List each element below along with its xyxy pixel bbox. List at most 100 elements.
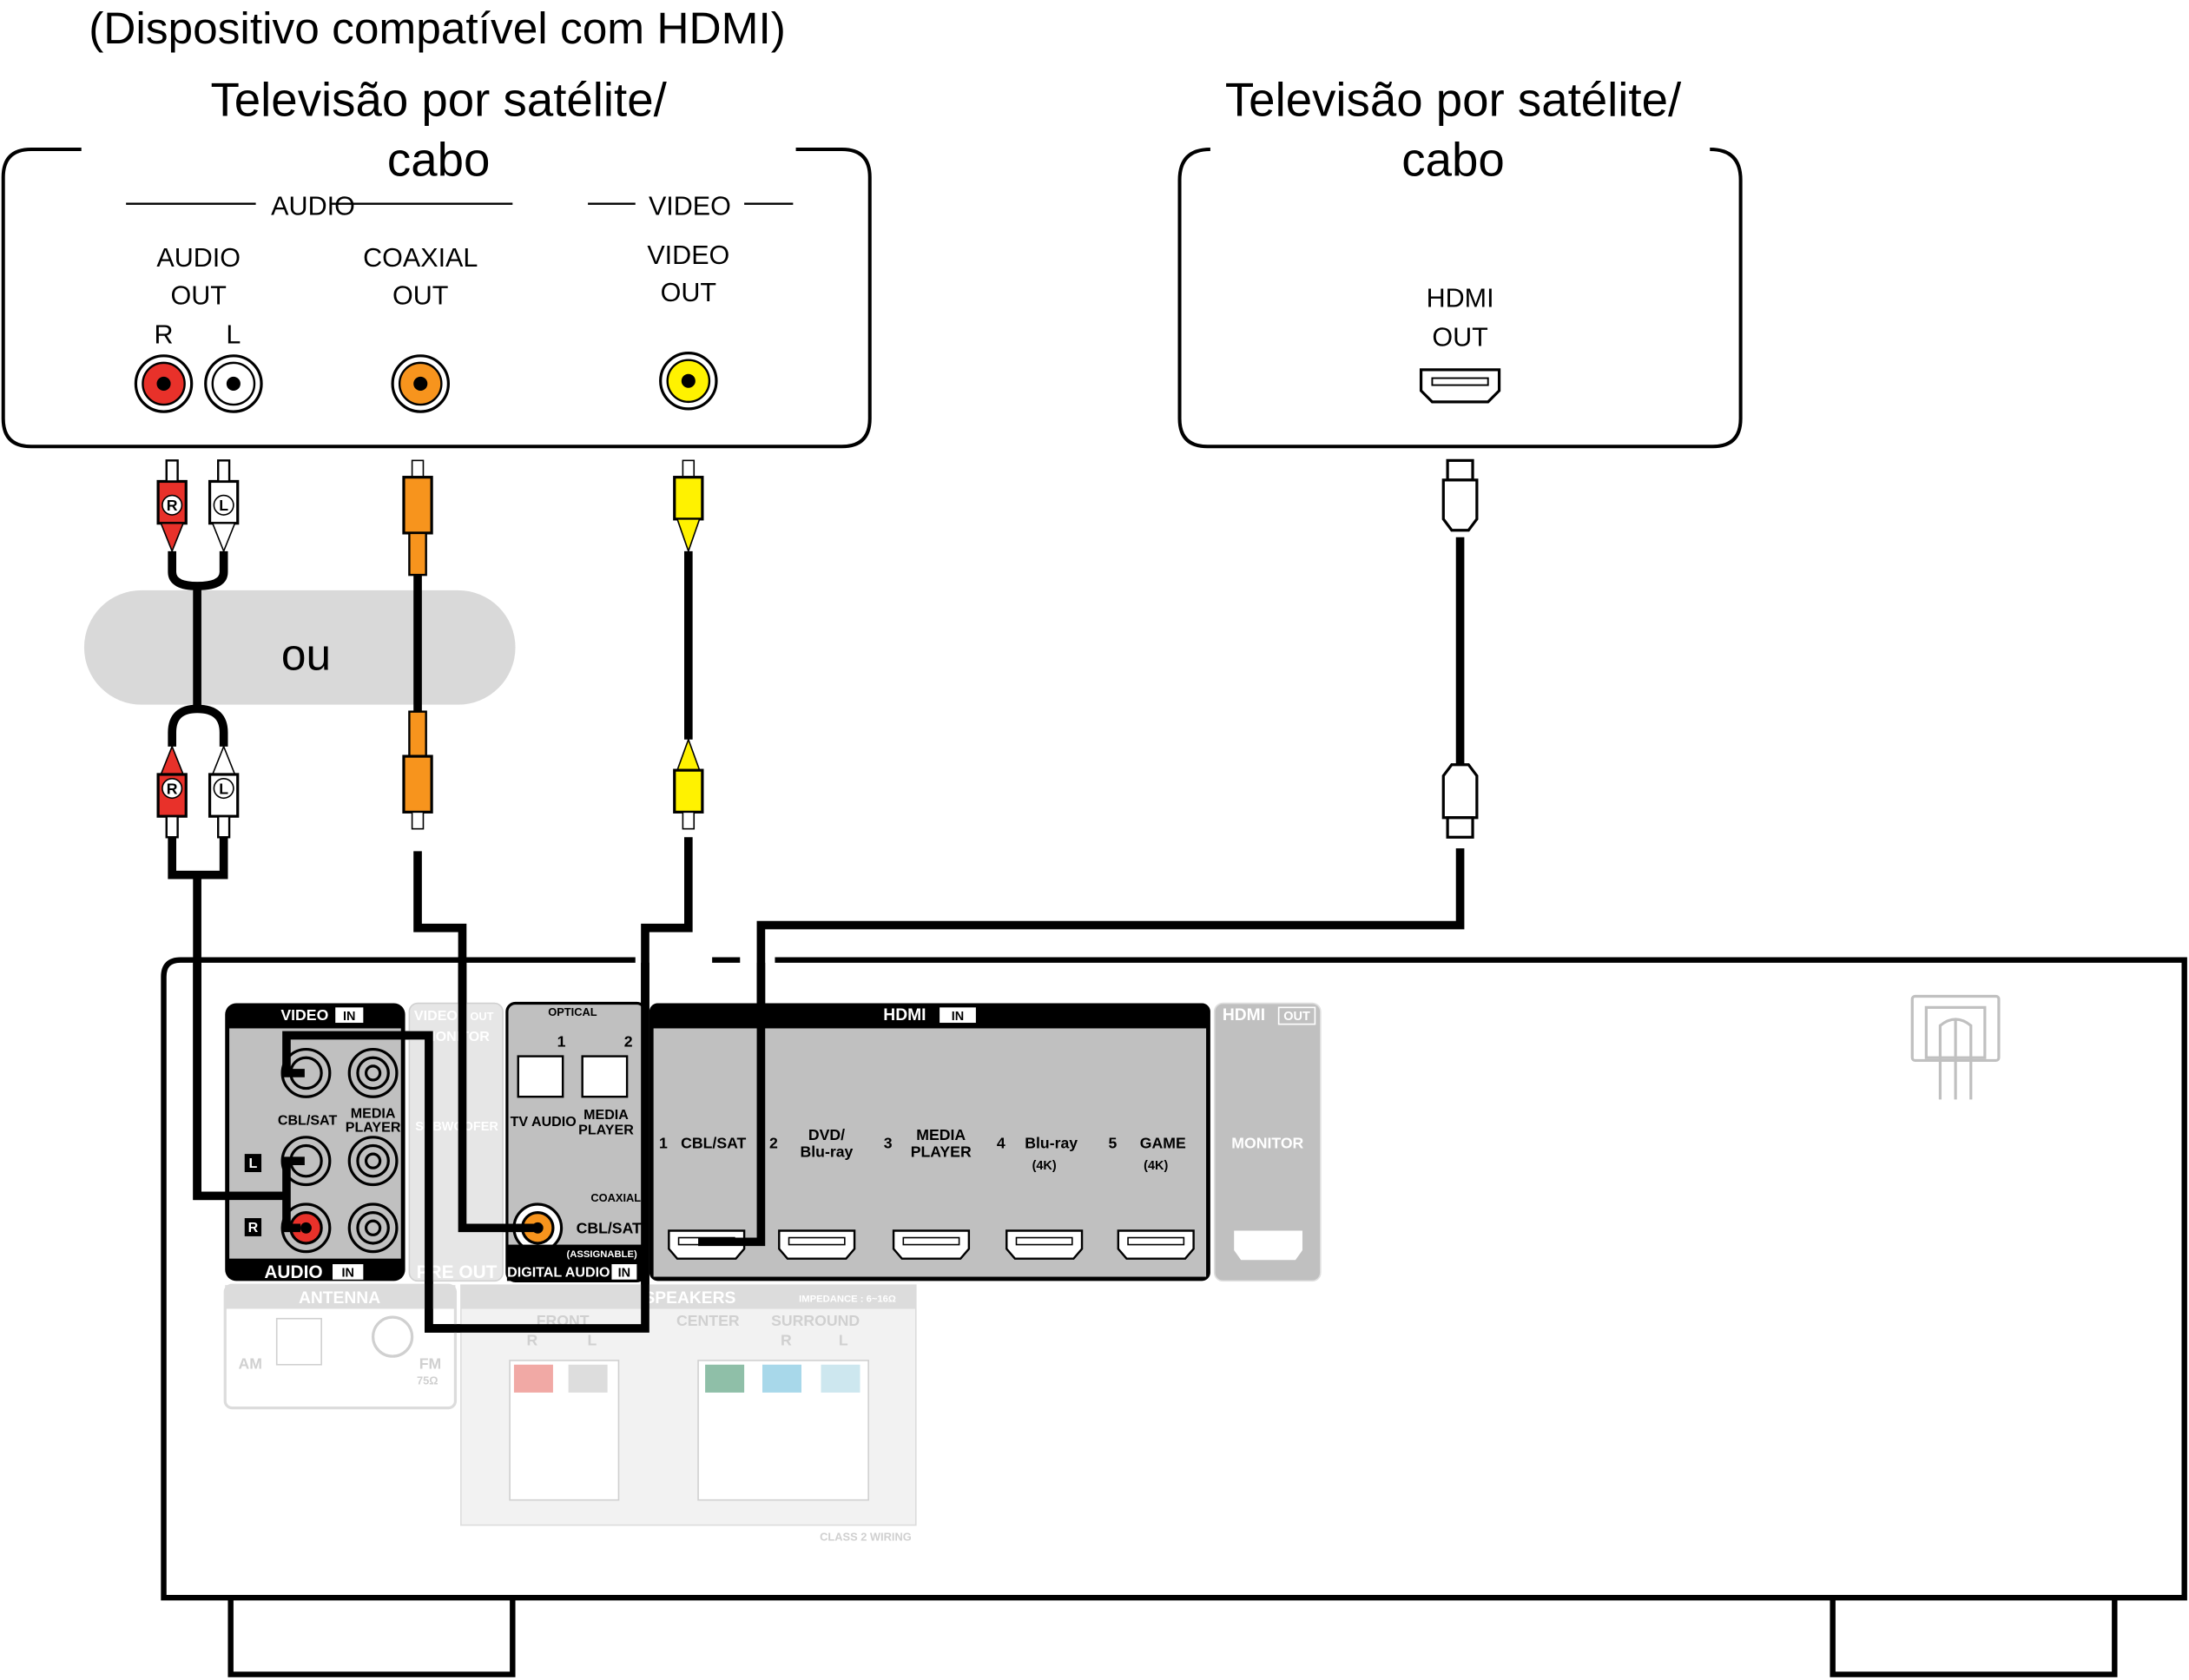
plug-label: L: [219, 497, 228, 514]
video-out-monitor: MONITOR: [424, 1029, 490, 1044]
coaxial-plug-bottom: [402, 710, 433, 830]
optical-media: MEDIA: [584, 1107, 629, 1123]
input-media: MEDIA: [351, 1105, 396, 1121]
hdmi-port-number: 3: [884, 1135, 893, 1152]
audio-in-badge: IN: [341, 1267, 353, 1281]
left-satellite-box: Televisão por satélite/ cabo AUDIO VIDEO…: [1, 73, 872, 449]
coaxial-out-label-2: OUT: [392, 280, 448, 310]
hdmi-out-port: [1234, 1230, 1302, 1261]
av-receiver: VIDEO IN CBL/SAT MEDIA PLAYER L R AUDIO …: [161, 957, 2187, 1677]
hdmi-port-name: GAME: [1140, 1135, 1186, 1152]
receiver-cable-overlay: [193, 962, 766, 1333]
hdmi-plug-top: [1441, 458, 1479, 532]
hdmi-port-number: 1: [659, 1135, 668, 1152]
hdmi-in-port-5: 5 GAME (4K): [1108, 1135, 1195, 1260]
hdmi-in-port-4: 4 Blu-ray (4K): [997, 1135, 1084, 1260]
hdmi-port-name: MEDIA: [916, 1126, 966, 1143]
channel-r-label: R: [155, 320, 174, 349]
hdmi-port-name: DVD/: [808, 1126, 845, 1143]
alternative-label: ou: [281, 629, 331, 679]
optical-port-2-num: 2: [624, 1032, 633, 1050]
digital-audio-title: DIGITAL AUDIO: [507, 1265, 610, 1281]
surround-r: R: [781, 1331, 792, 1348]
digital-audio-badge: IN: [618, 1267, 630, 1281]
audio-in-title: AUDIO: [264, 1262, 322, 1282]
channel-l-label: L: [226, 320, 241, 349]
audio-l-label: L: [248, 1156, 257, 1171]
hdmi-out-badge: OUT: [1283, 1010, 1310, 1024]
right-title-2: cabo: [1401, 134, 1504, 187]
speakers-center: CENTER: [676, 1312, 740, 1329]
alternative-pill: [83, 590, 516, 705]
coaxial-out-label: COAXIAL: [363, 243, 478, 273]
video-jack-yellow: [659, 352, 718, 411]
hdmi-in-badge: IN: [952, 1010, 964, 1024]
front-l: L: [588, 1331, 597, 1348]
hdmi-out-monitor: MONITOR: [1231, 1135, 1303, 1152]
optical-tv-audio: TV AUDIO: [511, 1114, 577, 1130]
antenna-fm: FM: [419, 1355, 442, 1373]
video-out-label: VIDEO: [647, 240, 729, 270]
right-satellite-box: Televisão por satélite/ cabo HDMI OUT: [1177, 73, 1743, 449]
hdmi-in-port-2: 2 DVD/Blu-ray: [769, 1126, 856, 1260]
video-group-label: VIDEO: [649, 192, 731, 221]
rca-jack-red: [134, 354, 194, 413]
video-in-badge: IN: [343, 1010, 355, 1024]
audio-out-label-2: OUT: [171, 280, 227, 310]
rca-plug-l-top: L: [208, 459, 240, 553]
speakers-impedance: IMPEDANCE : 6~16Ω: [799, 1294, 896, 1304]
hdmi-port-name-2: PLAYER: [911, 1143, 972, 1160]
input-player: PLAYER: [346, 1119, 401, 1135]
coaxial-cbl-sat: CBL/SAT: [577, 1220, 642, 1237]
hdmi-port-sub: (4K): [1032, 1159, 1057, 1173]
assignable-label: (ASSIGNABLE): [567, 1249, 638, 1260]
plug-label: R: [167, 497, 178, 514]
coaxial-title: COAXIAL: [590, 1191, 641, 1204]
hdmi-port-sub: (4K): [1144, 1159, 1168, 1173]
left-title-2: cabo: [387, 134, 490, 187]
power-cord-icon: [1910, 994, 2001, 1100]
optical-port-1-num: 1: [557, 1032, 566, 1050]
video-out-title: VIDEO: [414, 1008, 458, 1024]
optical-title: OPTICAL: [548, 1005, 597, 1018]
class2-wiring: CLASS 2 WIRING: [820, 1530, 912, 1543]
pre-out-label: PRE OUT: [417, 1262, 498, 1282]
rca-jack-white: [204, 354, 263, 413]
coaxial-jack-orange: [391, 354, 450, 413]
hdmi-port-number: 2: [769, 1135, 778, 1152]
rca-plug-r-bottom: R: [156, 744, 188, 839]
optical-player: PLAYER: [578, 1123, 634, 1138]
surround-l: L: [839, 1331, 848, 1348]
hdmi-port-name: Blu-ray: [1025, 1135, 1078, 1152]
antenna-ohm: 75Ω: [417, 1374, 438, 1387]
video-plug-top: [673, 459, 704, 554]
audio-group-label: AUDIO: [271, 192, 355, 221]
audio-out-label: AUDIO: [156, 243, 241, 273]
hdmi-port-number: 5: [1108, 1135, 1117, 1152]
video-plug-bottom: [673, 737, 704, 830]
rca-plug-r-top: R: [156, 459, 188, 553]
receiver-feet: [227, 1598, 2118, 1677]
hdmi-port-number: 4: [997, 1135, 1005, 1152]
hdmi-plug-bottom: [1441, 763, 1479, 839]
speaker-terminals: [509, 1360, 869, 1501]
subwoofer-label: SUBWOOFER: [415, 1120, 498, 1134]
left-title-1: Televisão por satélite/: [210, 73, 667, 126]
device-note: (Dispositivo compatível com HDMI): [89, 3, 786, 53]
hdmi-port-name-2: Blu-ray: [801, 1143, 854, 1160]
audio-r-label: R: [248, 1220, 259, 1235]
optical-port-2: [581, 1055, 629, 1098]
right-title-1: Televisão por satélite/: [1225, 73, 1682, 126]
antenna-title: ANTENNA: [299, 1289, 380, 1308]
coaxial-plug-top: [402, 459, 433, 576]
hdmi-in-title: HDMI: [883, 1006, 926, 1024]
hdmi-out-label: HDMI: [1427, 284, 1494, 313]
video-out-label-2: OUT: [661, 278, 716, 307]
speakers-surround: SURROUND: [771, 1312, 860, 1329]
video-out-badge: OUT: [470, 1010, 493, 1023]
plug-label: R: [167, 780, 178, 797]
front-r: R: [526, 1331, 537, 1348]
hdmi-out-label-2: OUT: [1432, 323, 1487, 352]
